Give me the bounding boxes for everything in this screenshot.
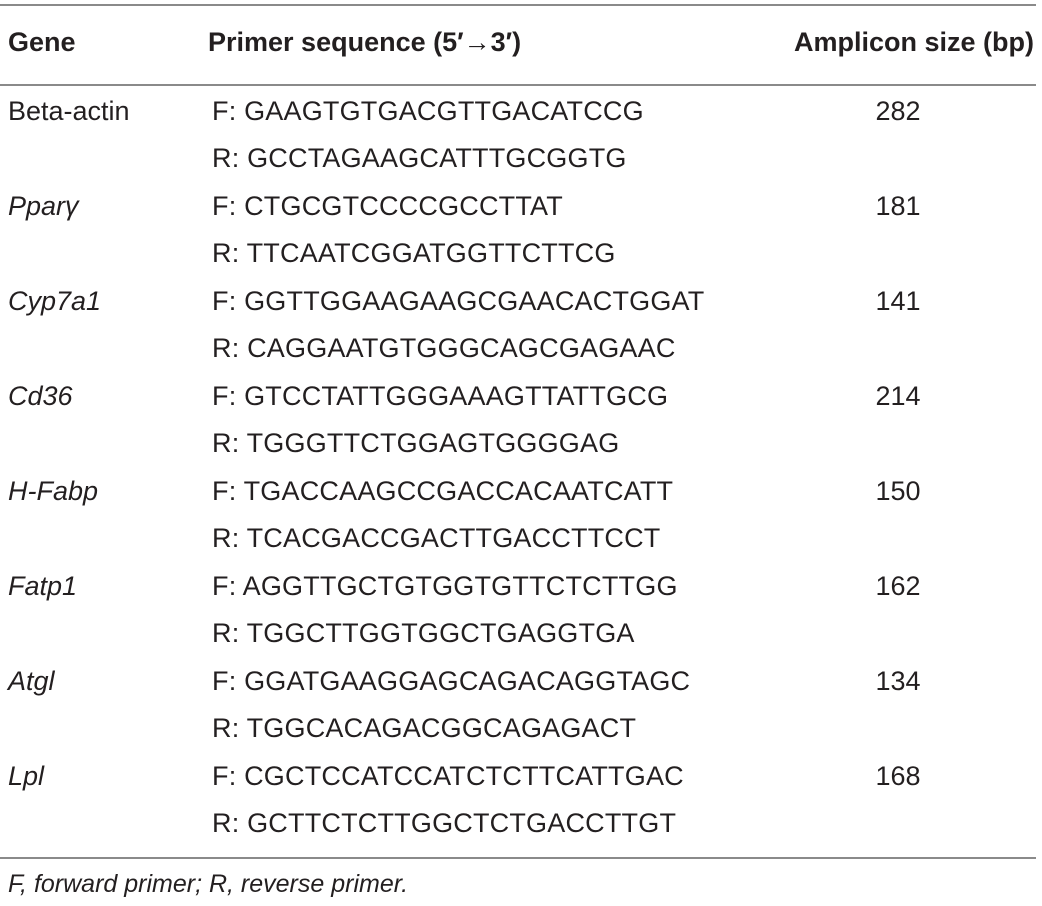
header-gene: Gene bbox=[8, 27, 76, 57]
table-row: Beta-actin F: GAAGTGTGACGTTGACATCCG R: G… bbox=[0, 88, 1042, 183]
forward-primer: F: GGATGAAGGAGCAGACAGGTAGC bbox=[212, 666, 691, 696]
gene-name: H-Fabp bbox=[8, 476, 99, 506]
forward-primer: F: GGTTGGAAGAAGCGAACACTGGAT bbox=[212, 286, 705, 316]
table-row: Cd36 F: GTCCTATTGGGAAAGTTATTGCG R: TGGGT… bbox=[0, 373, 1042, 468]
table-header-row: Gene Primer sequence (5′→3′) Amplicon si… bbox=[0, 20, 1042, 64]
reverse-primer: R: TCACGACCGACTTGACCTTCCT bbox=[212, 523, 661, 553]
amplicon-size: 141 bbox=[875, 286, 921, 316]
gene-name: Fatp1 bbox=[8, 571, 78, 601]
gene-name: Beta-actin bbox=[8, 96, 130, 126]
reverse-primer: R: TGGGTTCTGGAGTGGGGAG bbox=[212, 428, 620, 458]
table-body: Beta-actin F: GAAGTGTGACGTTGACATCCG R: G… bbox=[0, 88, 1042, 848]
forward-primer: F: GAAGTGTGACGTTGACATCCG bbox=[212, 96, 644, 126]
amplicon-size: 134 bbox=[875, 666, 921, 696]
amplicon-size: 181 bbox=[875, 191, 921, 221]
header-amplicon-size: Amplicon size (bp) bbox=[793, 27, 1034, 57]
gene-name: Pparγ bbox=[8, 191, 79, 221]
table-header-rule bbox=[0, 84, 1036, 86]
table-row: H-Fabp F: TGACCAAGCCGACCACAATCATT R: TCA… bbox=[0, 468, 1042, 563]
reverse-primer: R: GCTTCTCTTGGCTCTGACCTTGT bbox=[212, 808, 677, 838]
reverse-primer: R: TTCAATCGGATGGTTCTTCG bbox=[212, 238, 616, 268]
gene-name: Atgl bbox=[8, 666, 55, 696]
table-top-rule bbox=[0, 4, 1036, 6]
forward-primer: F: CTGCGTCCCCGCCTTAT bbox=[212, 191, 563, 221]
table-bottom-rule bbox=[0, 857, 1036, 859]
gene-name: Lpl bbox=[8, 761, 45, 791]
table-row: Pparγ F: CTGCGTCCCCGCCTTAT R: TTCAATCGGA… bbox=[0, 183, 1042, 278]
reverse-primer: R: TGGCACAGACGGCAGAGACT bbox=[212, 713, 637, 743]
forward-primer: F: GTCCTATTGGGAAAGTTATTGCG bbox=[212, 381, 669, 411]
gene-name: Cd36 bbox=[8, 381, 73, 411]
forward-primer: F: AGGTTGCTGTGGTGTTCTCTTGG bbox=[212, 571, 678, 601]
table-row: Fatp1 F: AGGTTGCTGTGGTGTTCTCTTGG R: TGGC… bbox=[0, 563, 1042, 658]
header-primer-sequence: Primer sequence (5′→3′) bbox=[208, 27, 522, 57]
reverse-primer: R: CAGGAATGTGGGCAGCGAGAAC bbox=[212, 333, 676, 363]
amplicon-size: 168 bbox=[875, 761, 921, 791]
table-row: Lpl F: CGCTCCATCCATCTCTTCATTGAC R: GCTTC… bbox=[0, 753, 1042, 848]
amplicon-size: 282 bbox=[875, 96, 921, 126]
table-row: Atgl F: GGATGAAGGAGCAGACAGGTAGC R: TGGCA… bbox=[0, 658, 1042, 753]
amplicon-size: 214 bbox=[875, 381, 921, 411]
forward-primer: F: TGACCAAGCCGACCACAATCATT bbox=[212, 476, 674, 506]
table-footnote: F, forward primer; R, reverse primer. bbox=[8, 870, 409, 898]
amplicon-size: 162 bbox=[875, 571, 921, 601]
reverse-primer: R: GCCTAGAAGCATTTGCGGTG bbox=[212, 143, 627, 173]
forward-primer: F: CGCTCCATCCATCTCTTCATTGAC bbox=[212, 761, 684, 791]
reverse-primer: R: TGGCTTGGTGGCTGAGGTGA bbox=[212, 618, 635, 648]
table-row: Cyp7a1 F: GGTTGGAAGAAGCGAACACTGGAT R: CA… bbox=[0, 278, 1042, 373]
amplicon-size: 150 bbox=[875, 476, 921, 506]
gene-name: Cyp7a1 bbox=[8, 286, 102, 316]
